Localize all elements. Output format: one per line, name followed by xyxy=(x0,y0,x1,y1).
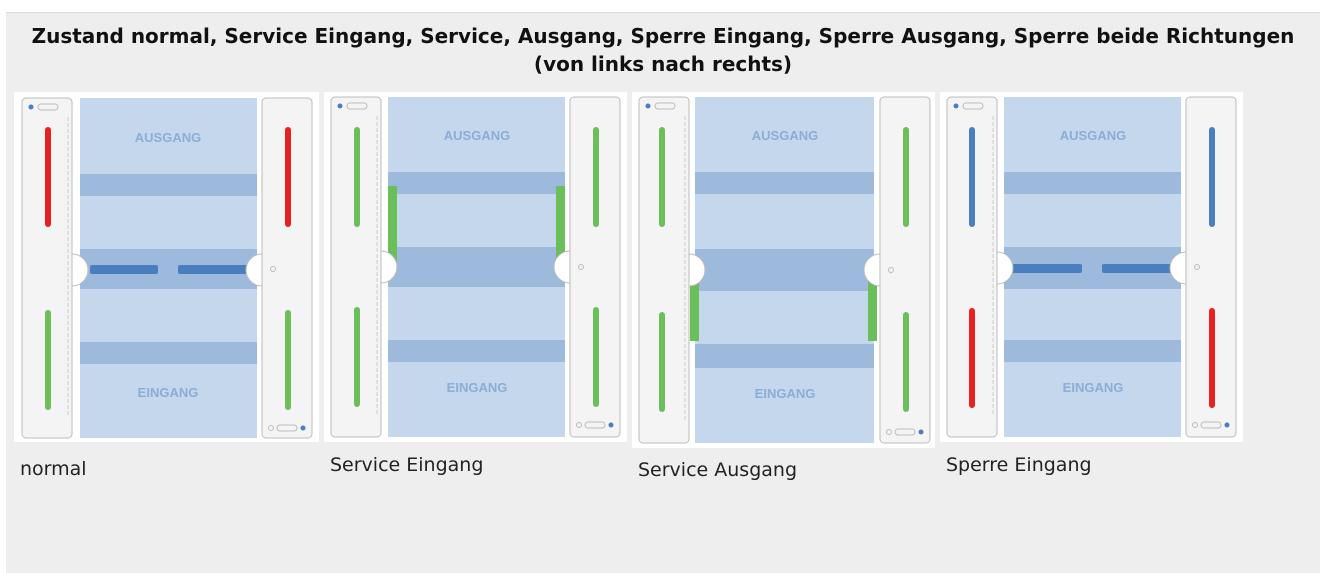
right-bottom-light xyxy=(593,307,599,407)
right-flap xyxy=(556,186,565,263)
right-bottom-light xyxy=(1209,308,1215,408)
gate-image-service-eingang[interactable]: AUSGANG EINGANG xyxy=(324,92,627,442)
left-bottom-light xyxy=(969,308,975,408)
gallery-caption: Zustand normal, Service Eingang, Service… xyxy=(31,24,1295,76)
left-flap xyxy=(388,186,397,263)
eingang-text: EINGANG xyxy=(447,380,508,395)
eingang-text: EINGANG xyxy=(138,385,199,400)
left-bottom-light xyxy=(659,312,665,412)
right-bottom-light xyxy=(285,310,291,410)
gate-image-sperre-eingang[interactable]: AUSGANG EINGANG xyxy=(940,92,1243,442)
gallery-item-label: Service Eingang xyxy=(330,454,484,476)
right-top-light xyxy=(903,127,909,227)
ausgang-text: AUSGANG xyxy=(752,128,818,143)
left-top-light xyxy=(354,127,360,227)
right-top-light xyxy=(593,127,599,227)
gate-image-normal[interactable]: AUSGANG EINGANG xyxy=(14,92,319,442)
ausgang-text: AUSGANG xyxy=(1060,128,1126,143)
left-top-light xyxy=(659,127,665,227)
left-bottom-light xyxy=(45,310,51,410)
right-top-light xyxy=(1209,127,1215,227)
ausgang-text: AUSGANG xyxy=(444,128,510,143)
eingang-text: EINGANG xyxy=(755,386,816,401)
left-bottom-light xyxy=(354,307,360,407)
gate-image-service-ausgang[interactable]: AUSGANG EINGANG xyxy=(632,92,935,448)
left-flap xyxy=(690,267,699,341)
left-top-light xyxy=(45,127,51,227)
right-flap xyxy=(868,267,877,341)
gallery-item-label: normal xyxy=(20,458,87,480)
right-bottom-light xyxy=(903,312,909,412)
left-top-light xyxy=(969,127,975,227)
gallery-item-label: Service Ausgang xyxy=(638,459,798,481)
ausgang-text: AUSGANG xyxy=(135,130,201,145)
gallery-item-label: Sperre Eingang xyxy=(946,454,1092,476)
right-top-light xyxy=(285,127,291,227)
eingang-text: EINGANG xyxy=(1063,380,1124,395)
